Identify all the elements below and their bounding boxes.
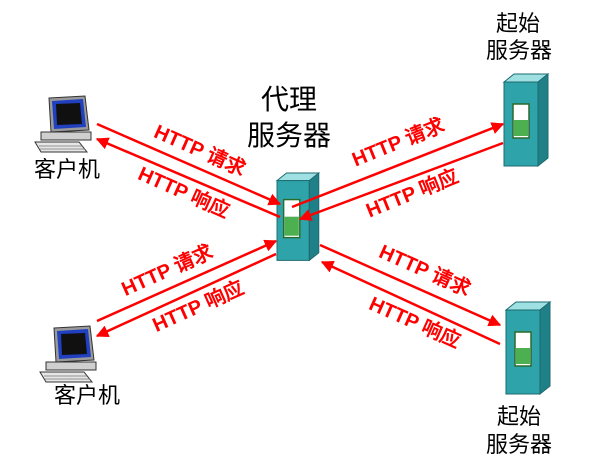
arrow-request-proxy-to-origin-top [291, 122, 505, 209]
arrow-request-proxy-to-origin-bottom [319, 243, 502, 327]
proxy-server: 代理 服务器 [247, 83, 331, 262]
origin-top-label-line2: 服务器 [486, 39, 552, 64]
arrows [95, 122, 505, 346]
client-bottom-label: 客户机 [54, 384, 120, 409]
arrow-response-proxy-to-client-top [95, 137, 281, 219]
origin-top-label-line1: 起始 [496, 12, 540, 37]
proxy-label-line1: 代理 [261, 83, 317, 116]
arrow-request-client-bottom-to-proxy [96, 239, 278, 323]
client-bottom: 客户机 [39, 325, 120, 409]
client-top: 客户机 [34, 95, 100, 183]
label-request-origin-top: HTTP 请求 [348, 112, 448, 171]
client-top-label: 客户机 [34, 158, 100, 183]
server-tower-icon [502, 72, 550, 168]
desktop-computer-icon [39, 325, 97, 383]
arrow-response-proxy-to-client-bottom [95, 252, 277, 338]
server-tower-icon [275, 172, 321, 262]
arrow-request-client-top-to-proxy [96, 122, 282, 206]
desktop-computer-icon [34, 95, 92, 153]
arrow-response-origin-top-to-proxy [298, 141, 504, 221]
origin-bottom-label-line1: 起始 [497, 405, 541, 430]
origin-server-bottom: 起始 服务器 [486, 300, 552, 458]
label-request-client-bottom: HTTP 请求 [118, 239, 218, 301]
server-tower-icon [504, 300, 552, 396]
arrow-response-origin-bottom-to-proxy [320, 260, 501, 346]
proxy-label-line2: 服务器 [247, 119, 331, 152]
origin-server-top: 起始 服务器 [486, 12, 552, 168]
origin-bottom-label-line2: 服务器 [486, 433, 552, 458]
